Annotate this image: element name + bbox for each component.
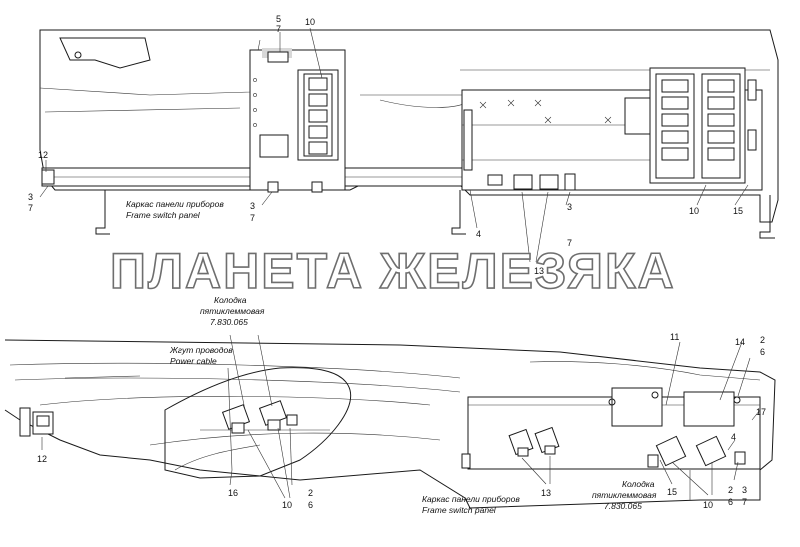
bottom-callout-2-right: 2 — [728, 485, 733, 495]
panel-connector-13b — [534, 426, 560, 455]
bottom-connector-label-top-3: 7.830.065 — [210, 317, 248, 327]
bottom-callout-10-left: 10 — [282, 500, 292, 510]
top-callout-7: 7 — [276, 24, 281, 34]
top-callout-10-right: 10 — [689, 206, 699, 216]
bottom-callout-4: 4 — [731, 432, 736, 442]
bottom-callout-16: 16 — [228, 488, 238, 498]
top-callout-13: 13 — [534, 266, 544, 276]
bottom-connector-label-top-2: пятиклеммовая — [200, 306, 265, 316]
bottom-callout-2-left: 2 — [308, 488, 313, 498]
top-callout-4: 4 — [476, 229, 481, 239]
panel-connector-13a — [508, 428, 534, 457]
bottom-callout-10-right: 10 — [703, 500, 713, 510]
top-callout-12: 12 — [38, 150, 48, 160]
bottom-callout-3: 3 — [742, 485, 747, 495]
loop-connector-right — [258, 400, 288, 431]
bottom-connector-label-bottom-1: Колодка — [622, 479, 655, 489]
bottom-callout-12: 12 — [37, 454, 47, 464]
top-callout-7-right: 7 — [567, 238, 572, 248]
bottom-connector-label-bottom-2: пятиклеммовая — [592, 490, 657, 500]
bottom-callout-7: 7 — [742, 497, 747, 507]
bottom-harness-label-en: Power cable — [170, 356, 217, 366]
top-view: 5 7 10 12 3 7 3 7 4 13 3 7 10 15 Каркас … — [28, 14, 779, 276]
top-callout-3-right: 3 — [567, 202, 572, 212]
watermark: ПЛАНЕТА ЖЕЛЕЗЯКА — [110, 243, 676, 299]
top-frame-label-ru: Каркас панели приборов — [126, 199, 224, 209]
bottom-callout-17: 17 — [756, 407, 766, 417]
bottom-connector-label-top-1: Колодка — [214, 295, 247, 305]
top-connector-a — [513, 174, 533, 190]
bottom-callout-14: 14 — [735, 337, 745, 347]
bottom-view: Колодка пятиклеммовая 7.830.065 Жгут про… — [4, 295, 776, 515]
top-callout-3-mid: 3 — [250, 201, 255, 211]
top-callout-5: 5 — [276, 14, 281, 24]
top-callout-7-mid: 7 — [250, 213, 255, 223]
top-callout-10: 10 — [305, 17, 315, 27]
bottom-frame-label-en: Frame switch panel — [422, 505, 497, 515]
bottom-callout-15: 15 — [667, 487, 677, 497]
bottom-callout-2-top: 2 — [760, 335, 765, 345]
bottom-callout-6-right: 6 — [728, 497, 733, 507]
panel-connector-10b — [695, 435, 727, 467]
top-callout-3-left: 3 — [28, 192, 33, 202]
bottom-callout-6-left: 6 — [308, 500, 313, 510]
top-callout-15: 15 — [733, 206, 743, 216]
bottom-frame-label-ru: Каркас панели приборов — [422, 494, 520, 504]
top-connector-b — [539, 174, 559, 190]
top-callout-7-left: 7 — [28, 203, 33, 213]
bottom-dash-outline — [4, 339, 776, 509]
loop-connector-left — [221, 404, 251, 434]
harness-loop — [164, 367, 352, 479]
bottom-harness-label-ru: Жгут проводов — [169, 345, 233, 355]
panel-connector-10a — [655, 435, 687, 467]
bottom-connector-label-bottom-3: 7.830.065 — [604, 501, 642, 511]
bottom-callout-6-top: 6 — [760, 347, 765, 357]
top-frame-label-en: Frame switch panel — [126, 210, 201, 220]
bottom-callout-11: 11 — [670, 332, 679, 342]
bottom-callout-13: 13 — [541, 488, 551, 498]
